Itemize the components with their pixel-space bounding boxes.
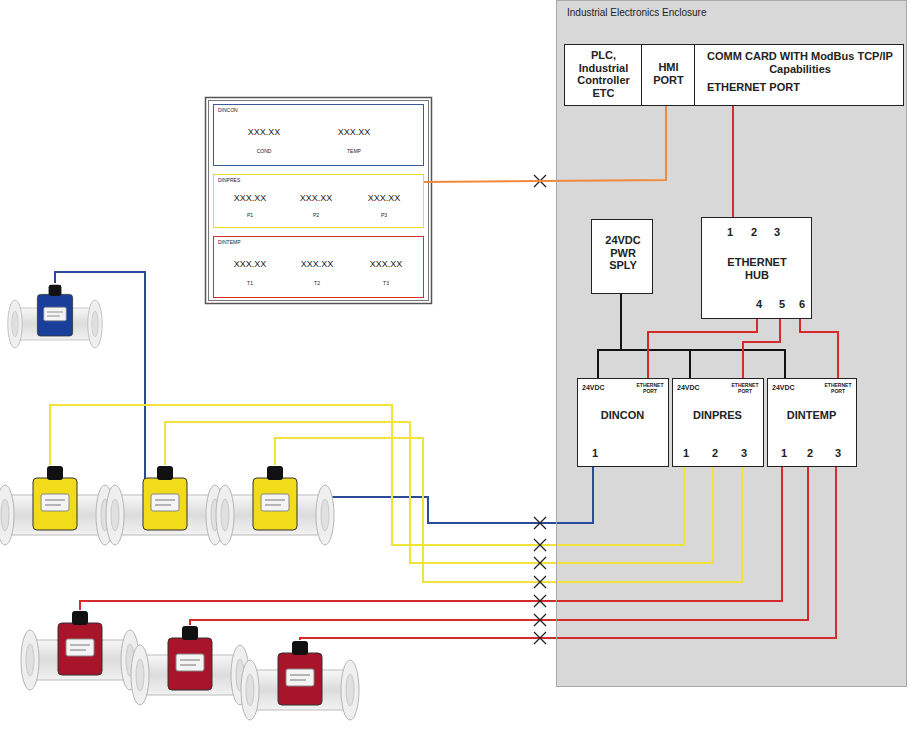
port-box: HMI PORT — [641, 44, 695, 106]
label-text: XXX.XX — [352, 193, 416, 203]
bulkhead-crossing — [534, 175, 546, 644]
label-text: DINCON — [218, 108, 278, 114]
label-text: PLC, Industrial Controller ETC — [567, 49, 640, 100]
label-text: 24VDC PWR SPLY — [598, 234, 648, 272]
label-text: XXX.XX — [285, 259, 349, 269]
display-section: DINTEMPXXX.XXXXX.XXXXX.XXT1T2T3 — [213, 236, 424, 298]
label-text: DINCON — [578, 409, 667, 422]
label-text: DINPRES — [673, 409, 762, 422]
label-text: XXX.XX — [354, 259, 418, 269]
label-text: DINPRES — [218, 178, 278, 184]
port-number: 6 — [794, 298, 810, 311]
power-supply: 24VDC PWR SPLY — [591, 219, 653, 294]
label-text: HMI PORT — [644, 61, 693, 86]
din-module: 24VDC ETHERNET PORT DINTEMP 123 — [767, 378, 857, 467]
label-text: ETHERNET PORT — [636, 383, 664, 395]
label-text: 24VDC — [772, 384, 812, 392]
label-text: XXX.XX — [218, 193, 282, 203]
label-text: DINTEMP — [218, 240, 278, 246]
port-number: T2 — [285, 281, 349, 287]
label-text: DINTEMP — [768, 409, 855, 422]
port-number: 2 — [746, 226, 762, 239]
label-text: ETHERNET PORT — [731, 383, 759, 395]
comm-card: COMM CARD WITH ModBus TCP/IP Capabilitie… — [694, 44, 904, 106]
port-number: 3 — [769, 226, 785, 239]
port-number: T1 — [218, 281, 282, 287]
cable — [598, 294, 621, 378]
label-text: ETHERNET HUB — [722, 256, 792, 281]
cable — [424, 106, 666, 182]
cable — [648, 319, 757, 378]
port-number: P3 — [352, 213, 416, 219]
controller-box: PLC, Industrial Controller ETC — [564, 44, 642, 106]
label-text: XXX.XX — [319, 127, 389, 137]
label-text: Industrial Electronics Enclosure — [567, 7, 867, 19]
label-text: COMM CARD WITH ModBus TCP/IP Capabilitie… — [699, 50, 901, 75]
enclosure: Industrial Electronics EnclosurePLC, Ind… — [556, 0, 907, 687]
label-text: TEMP — [319, 149, 389, 155]
ethernet-hub: 123ETHERNET HUB 456 — [701, 217, 812, 319]
label-text: ETHERNET PORT — [824, 383, 852, 395]
port-number: T3 — [354, 281, 418, 287]
port-number: 1 — [678, 447, 694, 460]
enclosure-fill — [557, 1, 907, 687]
port-number: 1 — [776, 447, 792, 460]
label-text: XXX.XX — [284, 193, 348, 203]
label-text: 24VDC — [582, 384, 622, 392]
port-number: 3 — [830, 447, 846, 460]
display-section: DINCON XXX.XX XXX.XX COND TEMP — [213, 104, 424, 166]
port-number: 4 — [751, 298, 767, 311]
port-number: 3 — [736, 447, 752, 460]
cable — [800, 319, 838, 378]
flow-sensor — [0, 285, 359, 720]
port-number: 1 — [722, 226, 738, 239]
cable — [732, 106, 734, 217]
port-number: 2 — [707, 447, 723, 460]
port-number: 1 — [587, 447, 603, 460]
port-number: P1 — [218, 213, 282, 219]
port-number: P2 — [284, 213, 348, 219]
sensor-wires — [50, 272, 836, 640]
label-text: ETHERNET PORT — [707, 81, 817, 94]
cable — [621, 294, 690, 378]
port-number: 2 — [802, 447, 818, 460]
cable — [743, 319, 780, 378]
hmi-panel-frame — [209, 101, 429, 301]
hmi-panel-frame — [206, 98, 432, 304]
label-text: XXX.XX — [229, 127, 299, 137]
label-text: XXX.XX — [218, 259, 282, 269]
label-text: 24VDC — [677, 384, 717, 392]
label-text: COND — [229, 149, 299, 155]
din-module: 24VDC ETHERNET PORT DINCON 1 — [577, 378, 669, 467]
din-module: 24VDC ETHERNET PORT DINPRES 123 — [672, 378, 764, 467]
port-number: 5 — [774, 298, 790, 311]
display-section: DINPRESXXX.XXXXX.XXXXX.XXP1P2P3 — [213, 174, 424, 228]
